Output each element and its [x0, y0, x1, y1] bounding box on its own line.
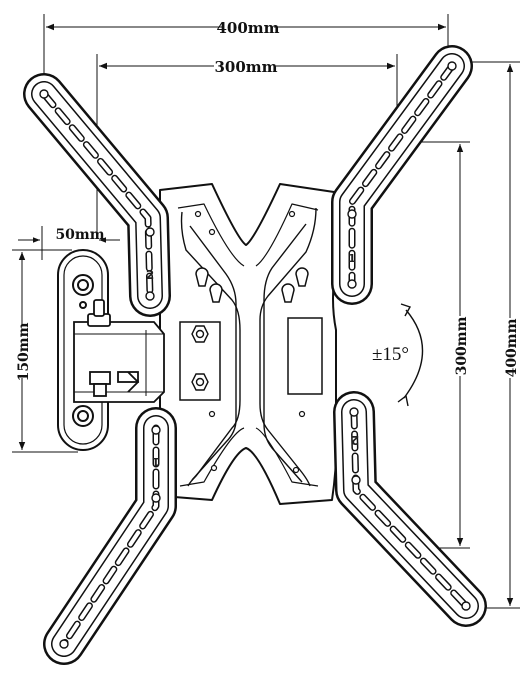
- plate-screw-holes: [194, 210, 306, 474]
- rotation-label: ±15°: [372, 344, 409, 365]
- dimension-150-label: 150mm: [16, 322, 32, 381]
- mounting-nuts: [191, 325, 209, 391]
- arm-number-lower-left: 1: [152, 455, 160, 468]
- right-rect-cutout: [287, 317, 323, 395]
- arm-upper-left: [23, 73, 171, 317]
- plate-slots: [180, 207, 317, 487]
- arm-number-upper-left: 2: [146, 268, 154, 282]
- dimension-300-top-label: 300mm: [214, 58, 277, 76]
- dimension-300-right-label: 300mm: [454, 316, 470, 375]
- arm-number-lower-right: 2: [351, 433, 359, 447]
- dimension-50: [18, 226, 120, 260]
- dimension-400-right-label: 400mm: [504, 318, 520, 377]
- arm-lower-left: [43, 407, 177, 665]
- arm-number-upper-right: 1: [348, 252, 356, 265]
- keyhole-slots: [195, 267, 309, 303]
- rotation-arrow: [397, 303, 424, 407]
- swivel-arm: [73, 299, 165, 403]
- dimension-400-right: [450, 61, 520, 609]
- arm-screw-holes: [39, 61, 471, 649]
- dimension-50-label: 50mm: [55, 227, 104, 243]
- arm-lower-right: [333, 391, 487, 627]
- arm-upper-right: [331, 45, 473, 305]
- dimension-150: [12, 249, 78, 453]
- dimension-400-top-label: 400mm: [216, 19, 279, 37]
